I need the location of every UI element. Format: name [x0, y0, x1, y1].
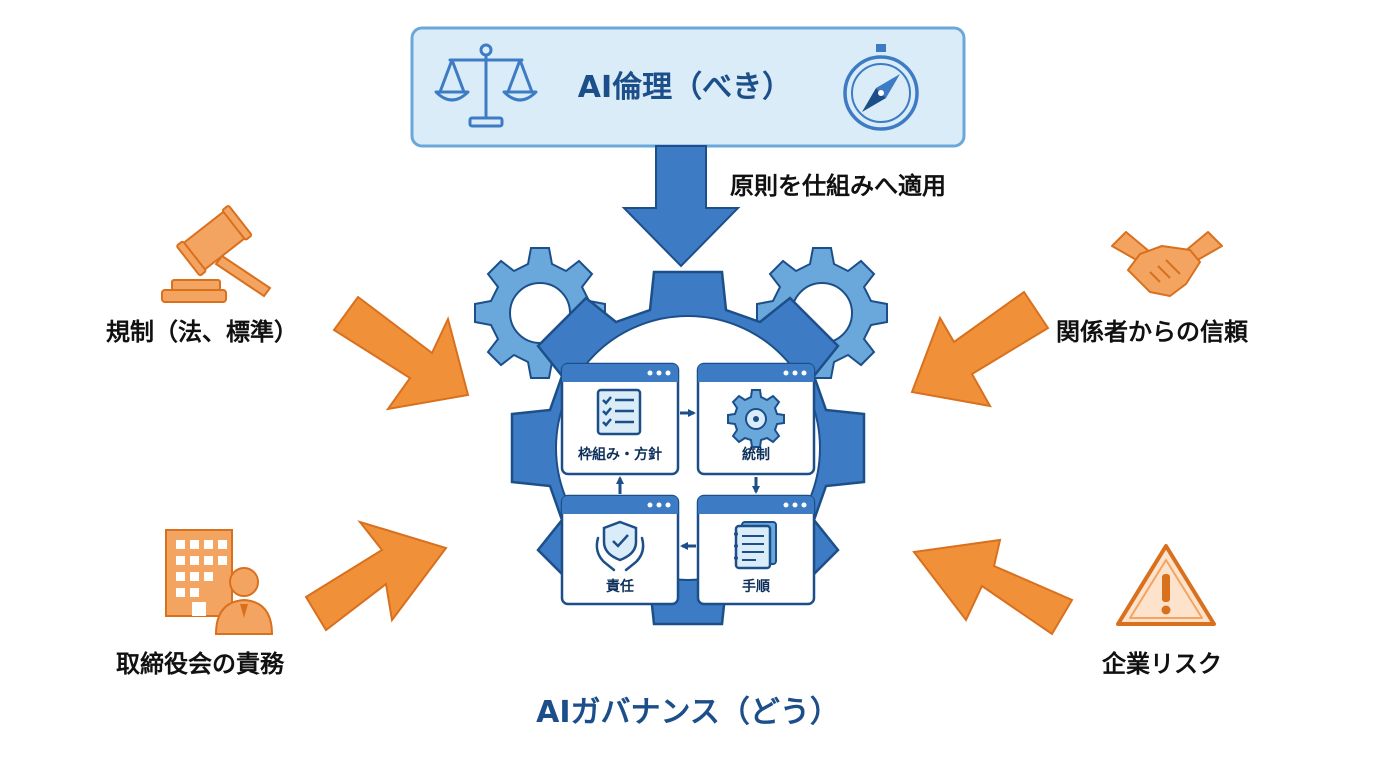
framework-label: 枠組み・方針 — [578, 447, 662, 463]
ethics-title: AI倫理（べき） — [577, 70, 793, 105]
checklist-icon — [596, 388, 642, 436]
shield-hands-icon — [595, 520, 645, 572]
procedure-label: 手順 — [742, 579, 770, 595]
arrow-risk — [912, 538, 1074, 636]
arrow-board — [304, 520, 448, 632]
regulation-label: 規制（法、標準） — [106, 318, 298, 346]
apply-arrow — [621, 145, 741, 268]
stakeholder-trust-label: 関係者からの信頼 — [1056, 318, 1248, 346]
scale-icon — [434, 43, 538, 128]
board-duty-label: 取締役会の責務 — [116, 650, 284, 678]
handshake-icon — [1111, 231, 1223, 297]
arrow-trust — [910, 290, 1050, 408]
office-person-icon — [165, 529, 274, 635]
enterprise-risk-label: 企業リスク — [1102, 650, 1222, 678]
gavel-icon — [161, 205, 272, 303]
apply-arrow-label: 原則を仕組みへ適用 — [730, 172, 946, 200]
gear-icon — [727, 389, 785, 448]
document-icon — [734, 521, 777, 570]
governance-title: AIガバナンス（どう） — [536, 695, 840, 730]
input-arrows — [304, 290, 1074, 636]
warning-icon — [1116, 544, 1216, 626]
compass-icon — [843, 44, 919, 131]
arrow-regulation — [332, 295, 470, 411]
control-label: 統制 — [742, 447, 770, 463]
responsibility-label: 責任 — [606, 579, 634, 595]
cycle-arrows — [616, 409, 760, 550]
